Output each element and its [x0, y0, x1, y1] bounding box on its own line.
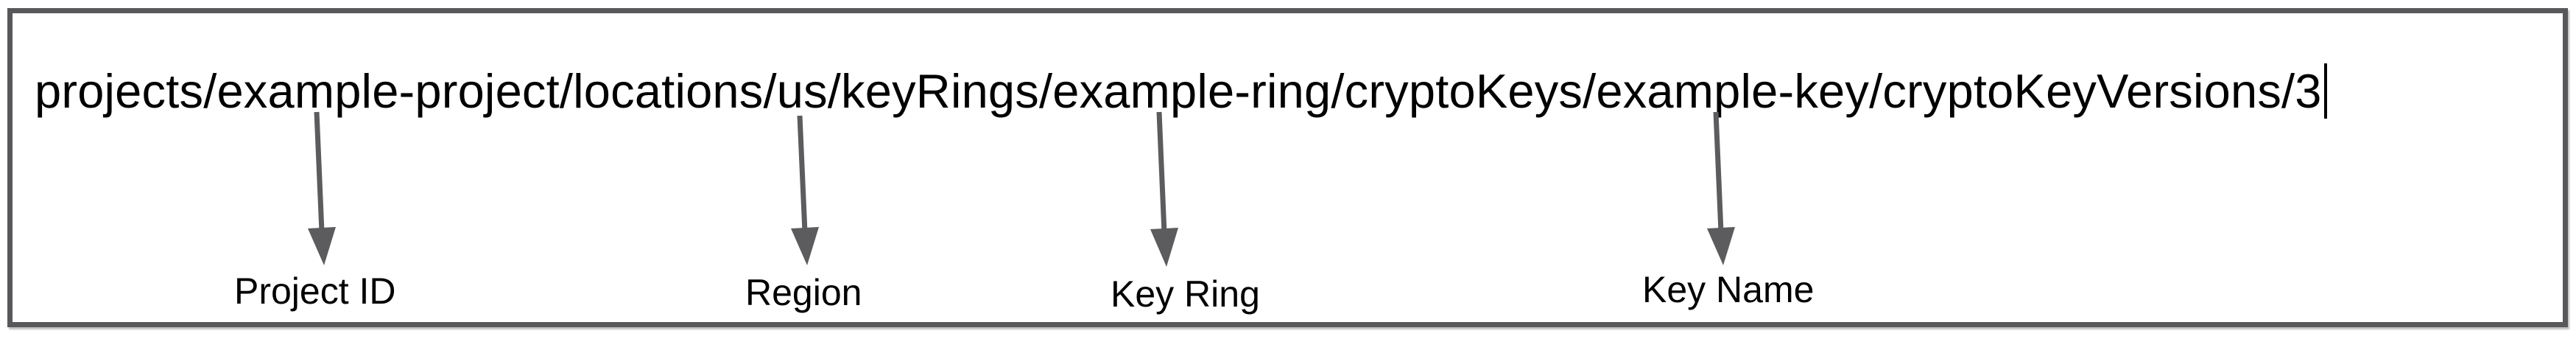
annotation-label-key-ring: Key Ring [1111, 273, 1260, 315]
resource-path-box: projects/example-project/locations/us/ke… [7, 8, 2568, 327]
annotation-label-region: Region [745, 272, 862, 313]
annotation-label-project-id: Project ID [234, 270, 396, 312]
resource-path-input[interactable]: projects/example-project/locations/us/ke… [35, 63, 2327, 119]
annotation-label-key-name: Key Name [1642, 269, 1815, 310]
text-cursor [2323, 63, 2327, 119]
resource-path-value: projects/example-project/locations/us/ke… [35, 64, 2322, 118]
